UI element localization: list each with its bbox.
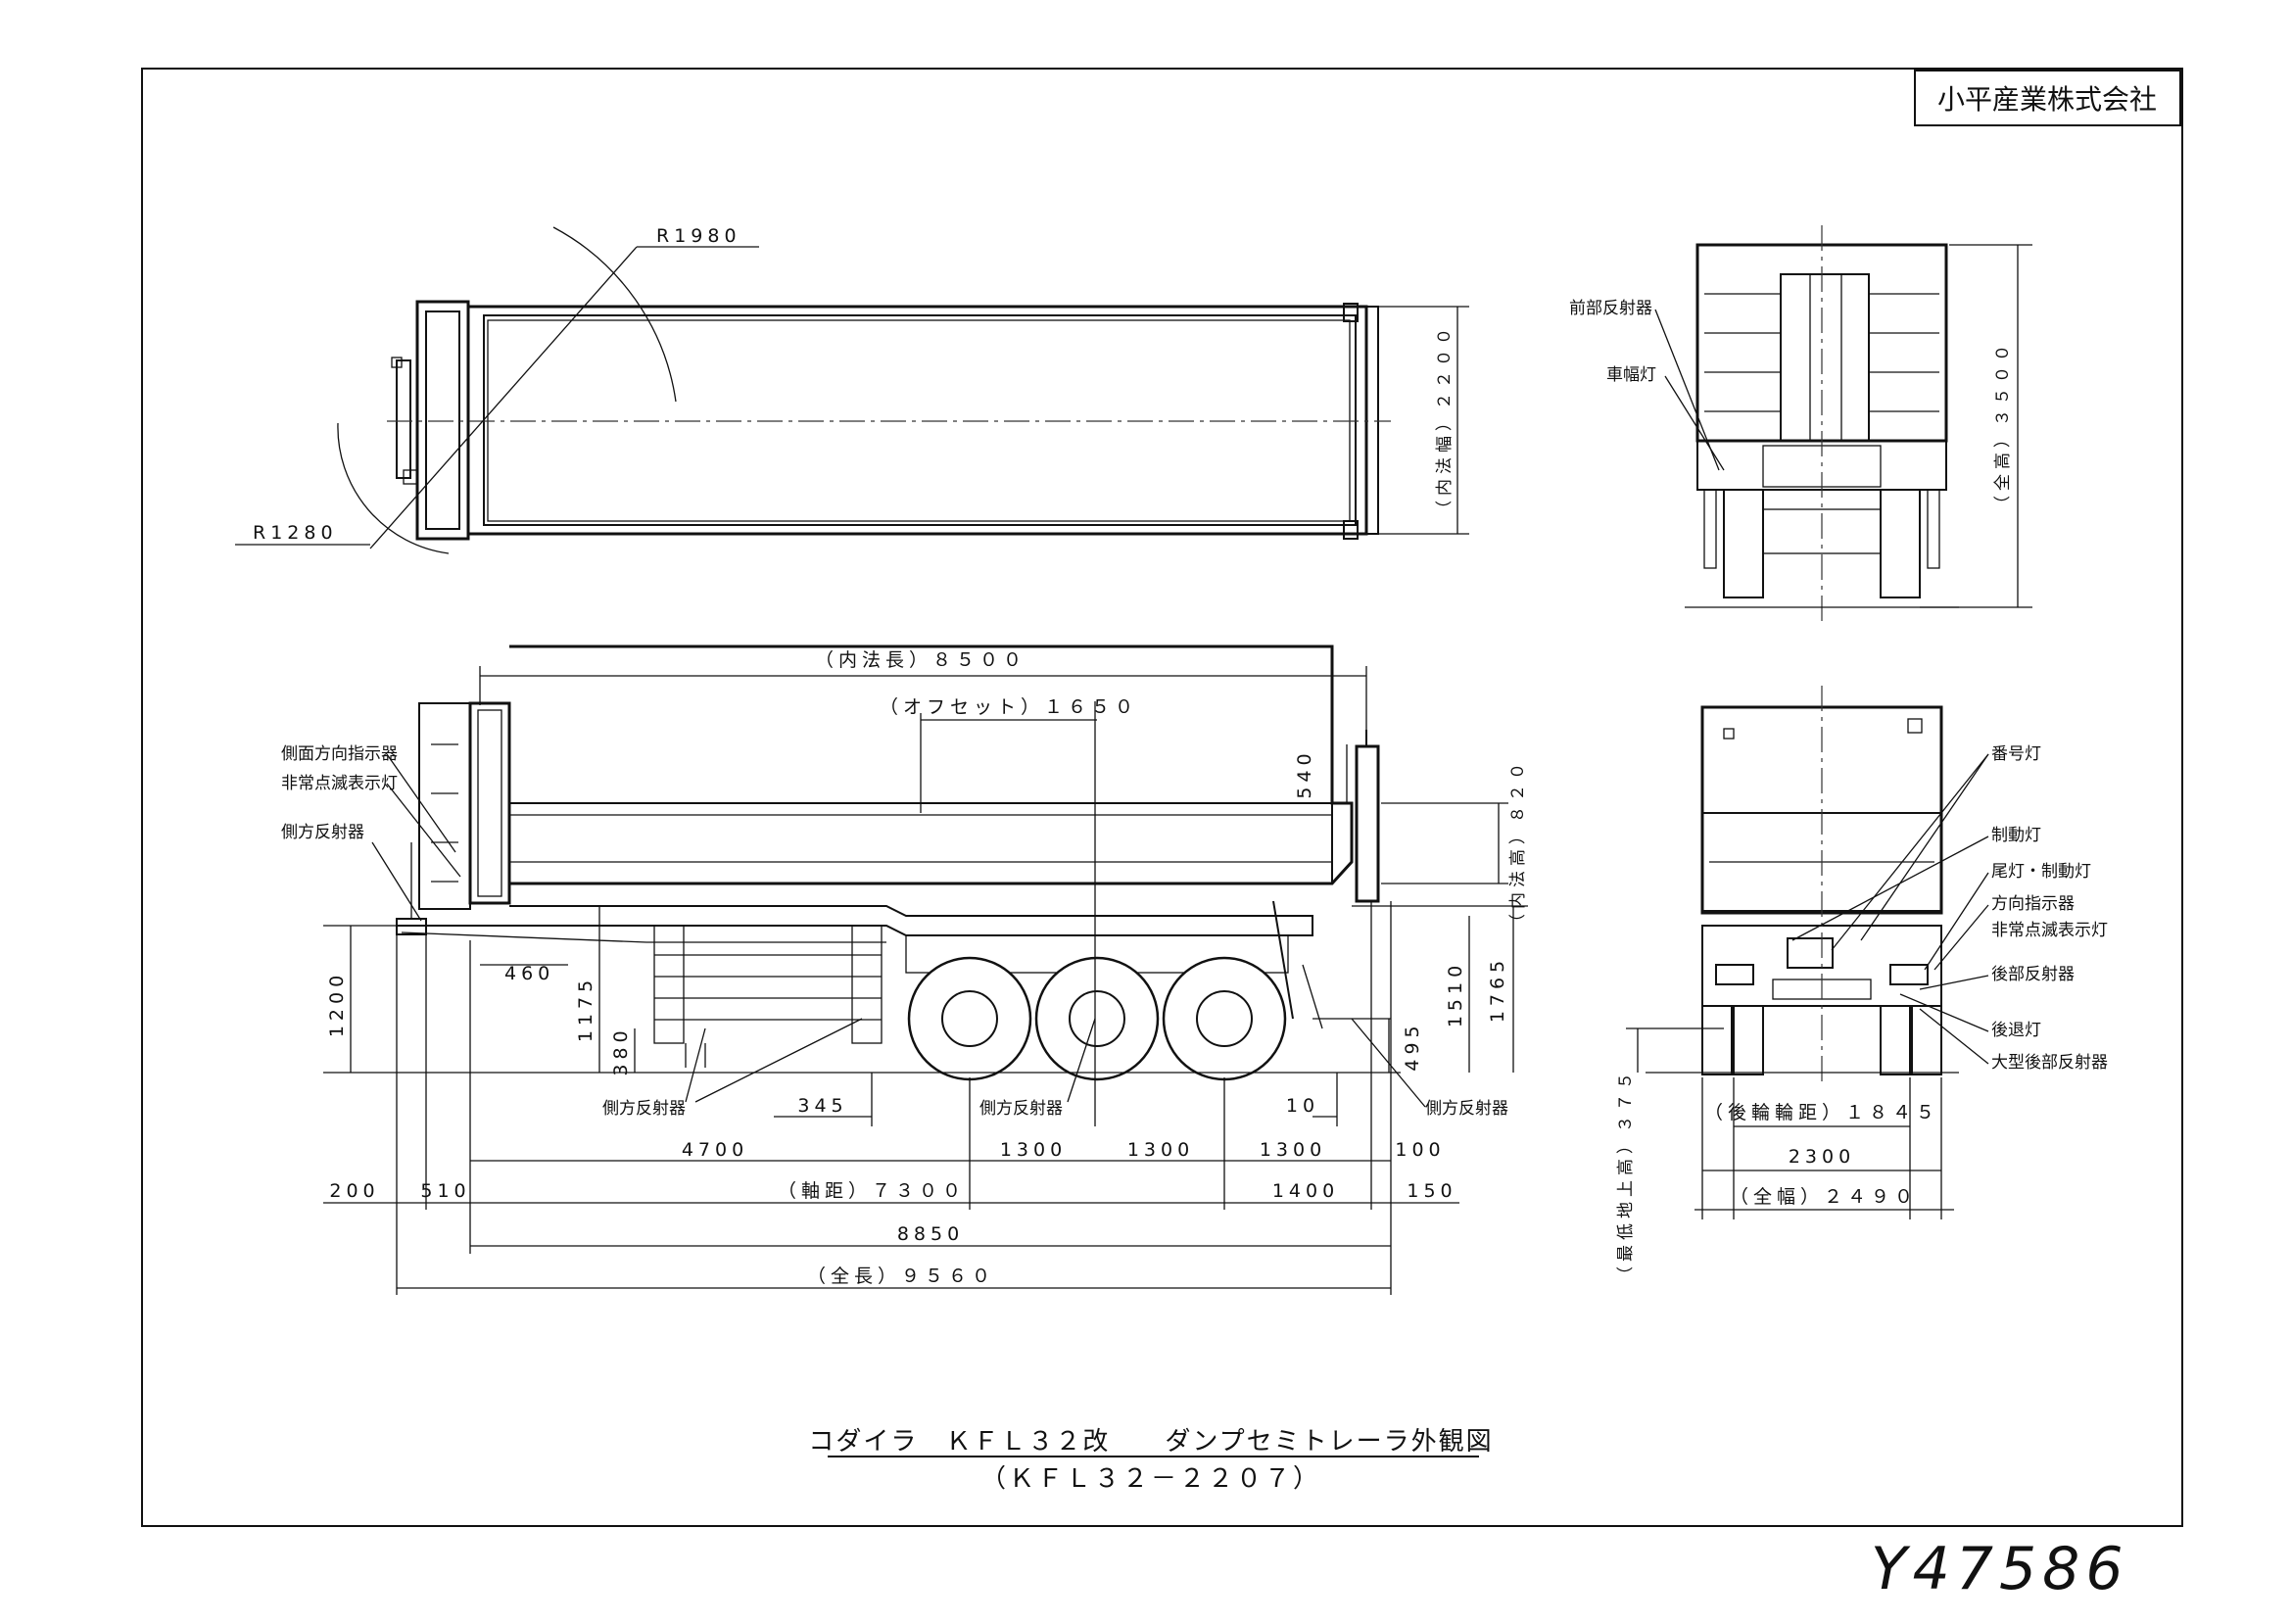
label-rear-reflector: 後部反射器	[1991, 965, 2075, 984]
label-large-rear-reflector: 大型後部反射器	[1991, 1053, 2108, 1073]
company-box: 小平産業株式会社	[1914, 70, 2181, 126]
dim-150: 150	[1407, 1180, 1456, 1202]
label-width-lamp: 車幅灯	[1606, 365, 1656, 385]
min-ground-clearance-dim: （最低地上高）３７５	[1616, 1068, 1636, 1283]
inner-width-dim: （内法幅）２２００	[1435, 323, 1455, 517]
dim-1175: 1175	[575, 976, 597, 1042]
label-side-turn-signal: 側面方向指示器	[281, 744, 398, 764]
side-view: （内法長）８５００ （オフセット）１６５０ 540 （内法高）８２０ 1765 …	[281, 645, 1528, 1295]
dim-1300b: 1300	[1127, 1139, 1194, 1161]
label-side-reflector-mid: 側方反射器	[602, 1099, 686, 1119]
title-block: コダイラ ＫＦＬ３２改 ダンプセミトレーラ外観図 （ＫＦＬ３２－２２０７）	[808, 1427, 1493, 1494]
front-view: （全高）３５００ 前部反射器 車幅灯	[1569, 225, 2032, 627]
dim-8850: 8850	[897, 1223, 964, 1245]
wheel-1	[907, 956, 1032, 1081]
label-brake-lamp: 制動灯	[1991, 826, 2041, 845]
overall-length-dim: （全長）９５６０	[807, 1266, 995, 1287]
label-front-reflector: 前部反射器	[1569, 299, 1652, 318]
dim-1400: 1400	[1272, 1180, 1339, 1202]
inner-height-dim: （内法高）８２０	[1508, 758, 1528, 931]
company-name: 小平産業株式会社	[1937, 83, 2157, 116]
rear-view: （後輪輪距）１８４５ 2300 （全幅）２４９０ （最低地上高）３７５ 番号灯 …	[1616, 686, 2108, 1283]
dim-380: 380	[610, 1026, 632, 1075]
radius-front-label: R1980	[656, 225, 741, 247]
radius-rear-label: R1280	[253, 522, 338, 544]
dim-540: 540	[1294, 748, 1315, 798]
dim-495: 495	[1402, 1021, 1423, 1071]
overall-width-dim: （全幅）２４９０	[1730, 1186, 1918, 1208]
dim-1300a: 1300	[1000, 1139, 1067, 1161]
dim-1200: 1200	[326, 971, 348, 1037]
dim-10: 10	[1286, 1095, 1319, 1117]
dim-1510: 1510	[1445, 961, 1466, 1027]
label-tail-brake-lamp: 尾灯・制動灯	[1991, 862, 2091, 882]
drawing-title: コダイラ ＫＦＬ３２改 ダンプセミトレーラ外観図	[808, 1427, 1493, 1457]
dim-2300: 2300	[1789, 1146, 1855, 1168]
label-turn-signal: 方向指示器	[1991, 894, 2075, 914]
dim-510: 510	[420, 1180, 470, 1202]
border-frame	[141, 68, 2183, 1527]
handwritten-doc-number: Y47586	[1871, 1535, 2129, 1603]
label-hazard-lamp-side: 非常点滅表示灯	[281, 774, 398, 793]
dim-1765: 1765	[1487, 956, 1508, 1023]
label-reverse-lamp: 後退灯	[1991, 1021, 2041, 1040]
offset-dim: （オフセット）１６５０	[880, 696, 1138, 718]
label-side-reflector-tail: 側方反射器	[1425, 1099, 1508, 1119]
overall-height-dim: （全高）３５００	[1993, 340, 2013, 512]
dim-4700: 4700	[682, 1139, 748, 1161]
wheel-3	[1162, 956, 1287, 1081]
label-license-lamp: 番号灯	[1991, 744, 2041, 764]
dim-200: 200	[329, 1180, 379, 1202]
top-view: （内法幅）２２００ R1980 R1280	[235, 225, 1469, 554]
dim-460: 460	[504, 963, 554, 984]
wheelbase-dim: （軸距）７３００	[778, 1180, 966, 1202]
dim-345: 345	[797, 1095, 847, 1117]
drawing-subtitle: （ＫＦＬ３２－２２０７）	[980, 1464, 1321, 1494]
wheel-2	[1034, 956, 1160, 1081]
dim-100: 100	[1395, 1139, 1445, 1161]
inner-length-dim: （内法長）８５００	[815, 649, 1026, 671]
label-hazard-lamp-rear: 非常点滅表示灯	[1991, 921, 2108, 940]
label-side-reflector-front: 側方反射器	[281, 823, 364, 842]
dim-1300c: 1300	[1260, 1139, 1326, 1161]
label-side-reflector-rear: 側方反射器	[979, 1099, 1063, 1119]
rear-tread-dim: （後輪輪距）１８４５	[1704, 1102, 1939, 1123]
